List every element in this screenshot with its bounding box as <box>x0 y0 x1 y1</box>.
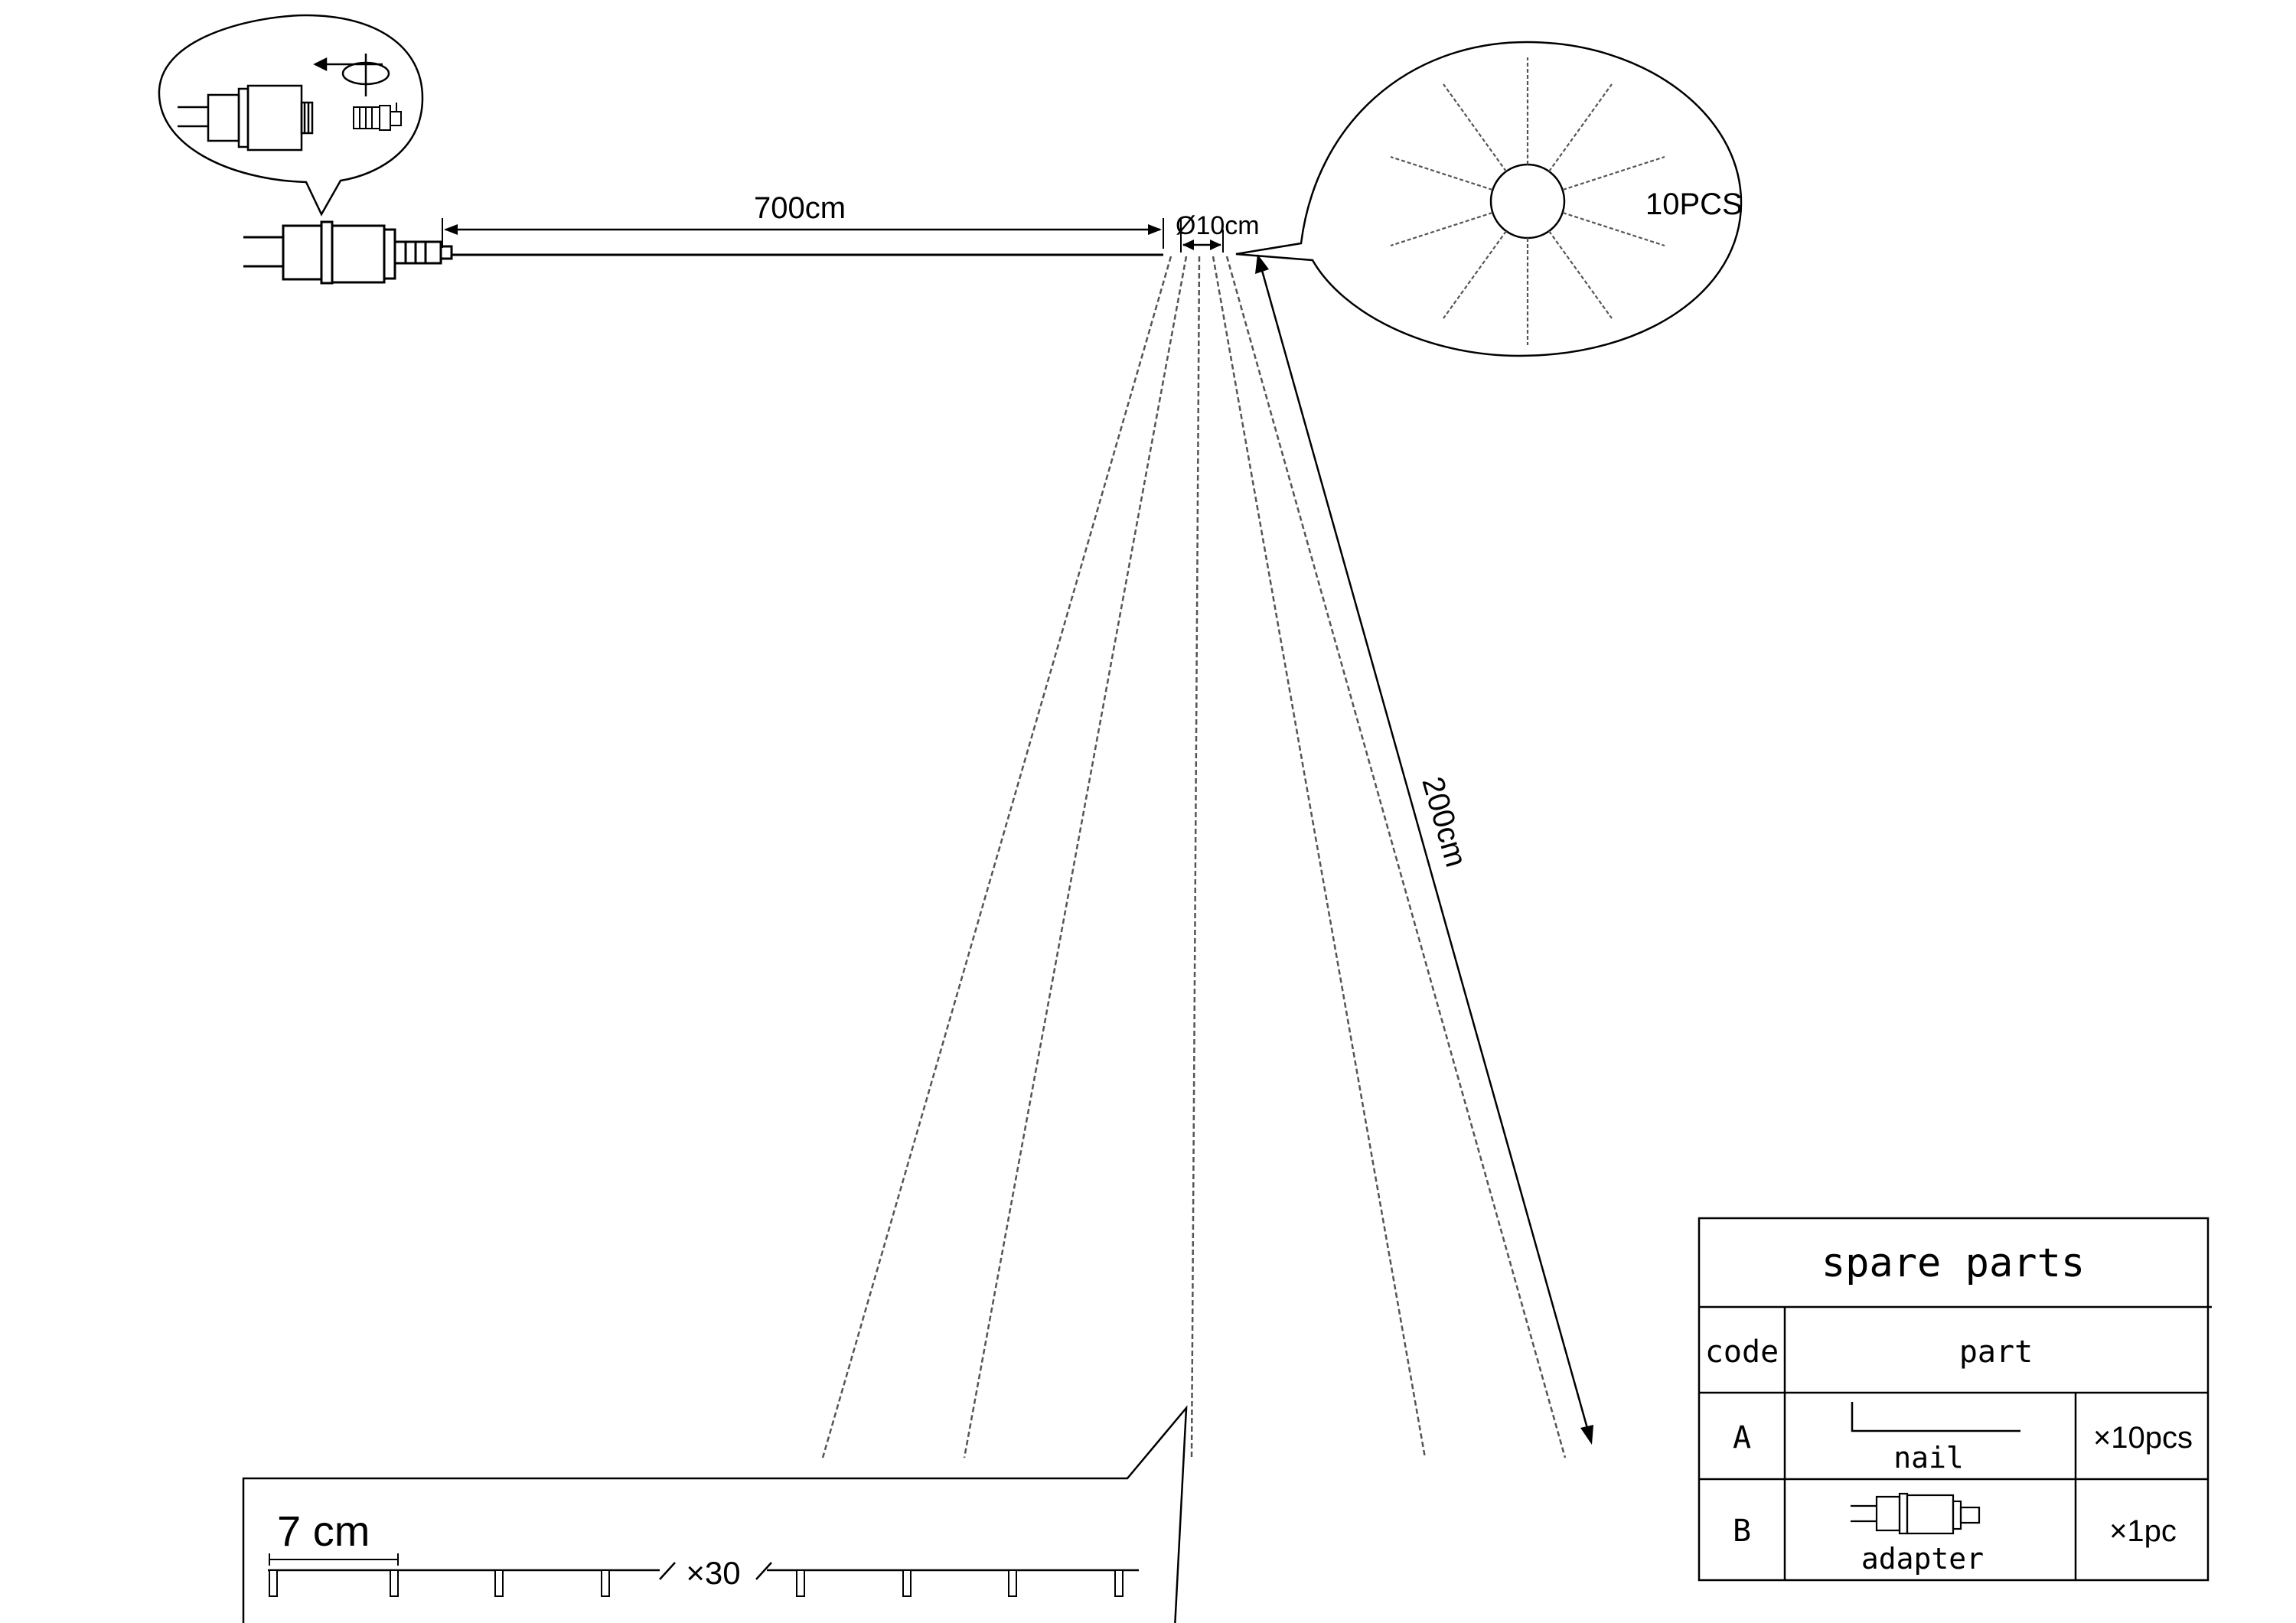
hub-circle <box>1489 163 1566 240</box>
led-bulb <box>1114 1569 1124 1597</box>
strand-5 <box>1225 256 1567 1458</box>
diameter-label: Ø10cm <box>1176 211 1260 240</box>
spare-parts-table: spare parts code part A nail ×10pcs B ad… <box>1698 1217 2212 1582</box>
light-strands <box>821 256 1567 1458</box>
strand-1 <box>821 256 1172 1458</box>
led-bulb <box>1008 1569 1017 1597</box>
strand-4 <box>1212 256 1427 1458</box>
led-bulb <box>494 1569 504 1597</box>
row-b-part: adapter <box>1861 1542 1984 1576</box>
row-b-qty: ×1pc <box>2109 1514 2177 1548</box>
plug-icon <box>178 84 314 152</box>
part-header: part <box>1959 1335 2033 1370</box>
strand-2 <box>963 256 1188 1458</box>
cable-length-dimension: 700cm <box>442 191 1164 249</box>
row-a-part: nail <box>1893 1441 1964 1475</box>
row-a-qty: ×10pcs <box>2093 1421 2193 1455</box>
spare-parts-title: spare parts <box>1821 1240 2085 1286</box>
code-header: code <box>1705 1335 1779 1370</box>
led-bulb <box>269 1569 278 1597</box>
led-bulb <box>601 1569 610 1597</box>
cable-length-label: 700cm <box>754 191 846 225</box>
led-spacing-label: 7 cm <box>277 1507 370 1555</box>
rotate-arrow-icon <box>313 54 390 96</box>
screw-connector-icon <box>353 103 402 131</box>
diameter-dimension: Ø10cm <box>1176 211 1260 253</box>
nail-icon <box>1851 1402 2020 1432</box>
strand-length-label: 200cm <box>1415 773 1473 871</box>
led-repeat-label: ×30 <box>686 1555 740 1591</box>
led-bulb <box>902 1569 912 1597</box>
connector-callout <box>158 14 424 217</box>
star-rays <box>1390 57 1665 345</box>
led-bulbs <box>269 1569 1124 1597</box>
strand-length-dimension: 200cm <box>1255 254 1593 1445</box>
led-bulb <box>796 1569 805 1597</box>
star-callout: 10PCS <box>1235 41 1743 357</box>
row-a-code: A <box>1733 1420 1751 1455</box>
led-detail-callout: 7 cm ×30 <box>242 1405 1188 1623</box>
main-plug-icon <box>243 220 453 285</box>
adapter-icon <box>1851 1492 1981 1535</box>
led-bulb <box>390 1569 399 1597</box>
strand-count-label: 10PCS <box>1645 187 1743 221</box>
row-b-code: B <box>1733 1514 1751 1549</box>
strand-3 <box>1190 256 1201 1458</box>
